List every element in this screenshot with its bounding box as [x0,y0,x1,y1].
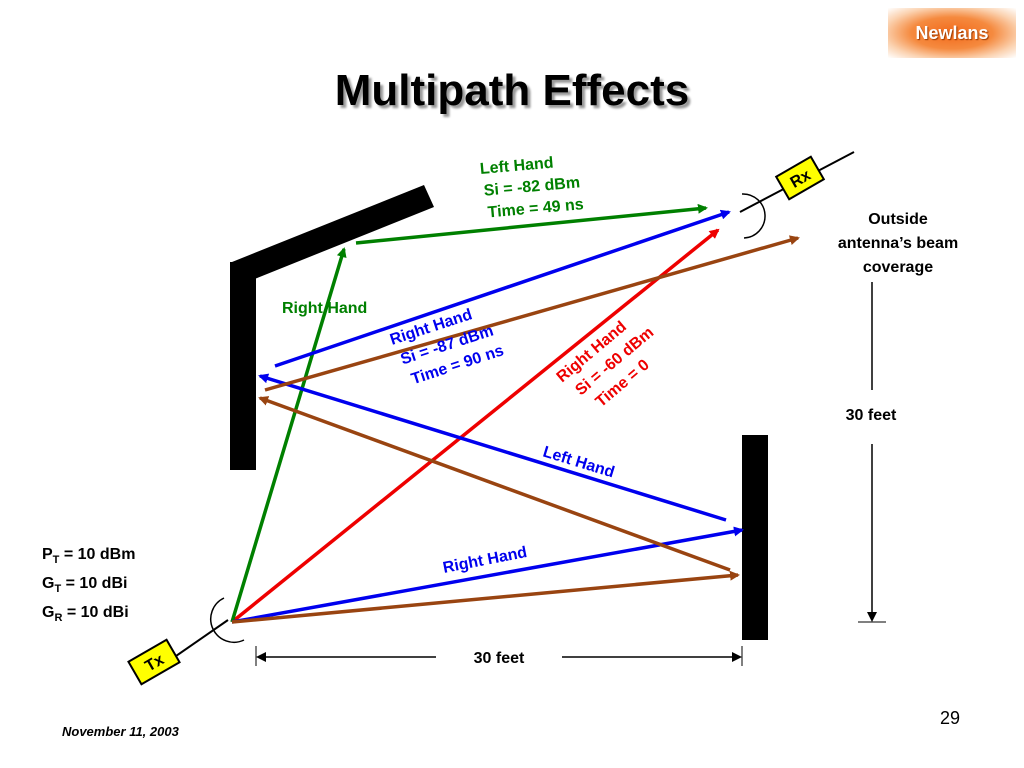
link-parameters: PT = 10 dBm GT = 10 dBi GR = 10 dBi [42,543,135,631]
brown-path-outside [264,235,800,392]
green-path-to-top-wall [230,247,347,623]
pt-param: PT = 10 dBm [42,546,136,567]
green-path-to-rx [355,203,708,245]
rx-antenna: Rx [739,151,855,239]
red-path-annotation: Right Hand Si = -60 dBm Time = 0 [554,318,658,411]
footer-date: November 11, 2003 [62,724,179,739]
svg-text:coverage: coverage [863,259,933,276]
brown-path-to-right-wall [231,570,740,624]
blue-path-to-rx [274,209,731,368]
blue-path-annotation: Right Hand Si = -87 dBm Time = 90 ns [388,306,506,388]
svg-text:antenna’s beam: antenna’s beam [838,235,958,252]
vertical-dim-label: 30 feet [846,407,897,424]
slide-title: Multipath Effects [334,66,690,115]
svg-text:Si = -82 dBm: Si = -82 dBm [483,174,581,199]
svg-text:Time = 49 ns: Time = 49 ns [487,196,584,221]
logo-text: Newlans [915,22,989,43]
newlans-logo: Newlans [888,8,1016,58]
tx-label-box: Tx [127,638,181,686]
right-reflector [742,435,768,640]
svg-text:Left Hand: Left Hand [479,155,554,178]
green-path-annotation: Left Hand Si = -82 dBm Time = 49 ns [479,155,584,222]
rx-label-box: Rx [774,155,826,201]
svg-text:Outside: Outside [868,211,928,228]
horizontal-dim-label: 30 feet [474,650,525,667]
direct-path-red [230,228,720,624]
tx-antenna: Tx [127,597,245,686]
horizontal-dimension: 30 feet [255,646,743,667]
page-number: 29 [940,708,961,728]
brown-path-to-left-wall [258,396,731,572]
blue-path-to-left-wall [258,373,727,522]
gr-param: GR = 10 dBi [42,604,129,625]
left-reflector [230,185,434,470]
gt-param: GT = 10 dBi [42,575,128,596]
blue-path-to-right-wall [231,526,744,624]
outside-coverage-label: Outside antenna’s beam coverage [838,211,958,276]
vertical-dimension: 30 feet [846,282,897,623]
green-right-hand-label: Right Hand [282,300,367,317]
